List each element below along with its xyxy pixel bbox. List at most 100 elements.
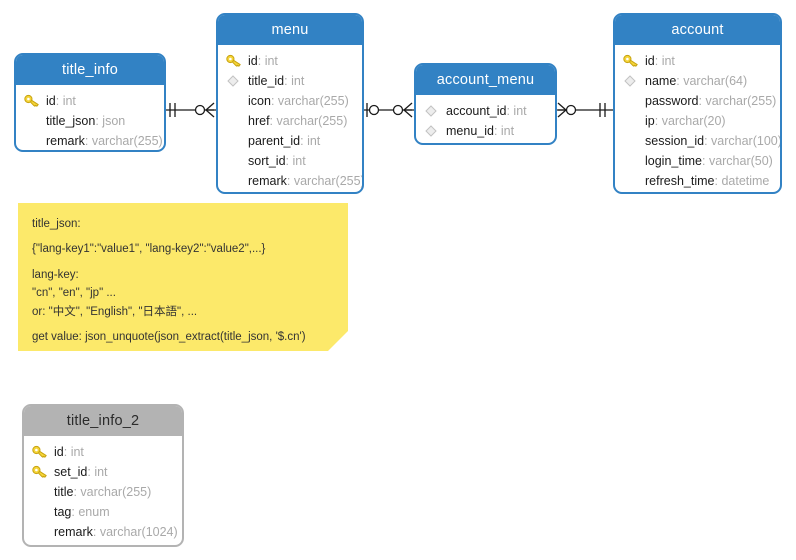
field-row[interactable]: id: int — [615, 51, 780, 71]
note-line: title_json: — [32, 218, 81, 230]
field-row[interactable]: name: varchar(64) — [615, 71, 780, 91]
relationship-account_menu-account — [556, 100, 614, 120]
sticky-note-text: title_json: {"lang-key1":"value1", "lang… — [18, 203, 348, 363]
field-name: title_json — [46, 114, 96, 128]
entity-title-account_menu: account_menu — [416, 65, 555, 95]
field-row[interactable]: password: varchar(255) — [645, 94, 777, 108]
field-row[interactable]: account_id: int — [416, 101, 555, 121]
field-type: varchar(50) — [708, 154, 773, 168]
field-type: int — [513, 104, 527, 118]
diamond-icon — [424, 121, 442, 141]
entity-title-account: account — [615, 15, 780, 45]
field-name: title_id — [248, 74, 285, 88]
field-type: int — [264, 54, 278, 68]
field-type: varchar(1024) — [99, 525, 178, 539]
field-name: tag — [54, 505, 72, 519]
field-row[interactable]: session_id: varchar(100) — [645, 134, 782, 148]
field-row[interactable]: refresh_time: datetime — [645, 174, 770, 188]
field-name: href — [248, 114, 270, 128]
key-icon — [226, 51, 244, 71]
field-row[interactable]: remark: varchar(255) — [248, 174, 364, 188]
field-row[interactable]: menu_id: int — [416, 121, 555, 141]
field-row[interactable]: id: int — [16, 91, 164, 111]
field-name: remark — [54, 525, 93, 539]
field-type: int — [661, 54, 675, 68]
relationship-menu-account_menu — [364, 100, 416, 120]
entity-fields-title_info: id: int title_json: json remark: varchar… — [16, 85, 164, 150]
field-name: session_id — [645, 134, 705, 148]
field-type: int — [500, 124, 515, 138]
entity-account[interactable]: account id: int name: varchar(64) passwo… — [613, 13, 782, 194]
field-type: json — [102, 114, 126, 128]
field-name: title — [54, 485, 74, 499]
field-type: enum — [78, 505, 110, 519]
field-type: datetime — [721, 174, 770, 188]
entity-fields-menu: id: int title_id: int icon: varchar(255)… — [218, 45, 364, 192]
field-name: sort_id — [248, 154, 286, 168]
note-fold-corner — [328, 331, 348, 351]
field-type: int — [291, 74, 305, 88]
field-name: id — [46, 94, 56, 108]
field-row[interactable]: title_json: json — [46, 114, 126, 128]
entity-title-title_info_2: title_info_2 — [24, 406, 182, 436]
field-name: parent_id — [248, 134, 301, 148]
field-row[interactable]: tag: enum — [54, 505, 110, 519]
field-row[interactable]: login_time: varchar(50) — [645, 154, 773, 168]
entity-fields-account: id: int name: varchar(64) password: varc… — [615, 45, 782, 192]
key-icon — [623, 51, 641, 71]
field-type: varchar(255) — [80, 485, 152, 499]
field-type: varchar(100) — [711, 134, 782, 148]
diamond-icon — [226, 71, 244, 91]
field-row[interactable]: href: varchar(255) — [248, 114, 348, 128]
field-name: id — [248, 54, 258, 68]
field-row[interactable]: id: int — [218, 51, 362, 71]
field-type: varchar(255) — [276, 114, 348, 128]
relationship-title_info-menu — [164, 100, 218, 120]
key-icon — [32, 442, 50, 462]
field-type: int — [292, 154, 306, 168]
diamond-icon — [424, 101, 442, 121]
field-type: int — [70, 445, 84, 459]
field-row[interactable]: title_id: int — [218, 71, 362, 91]
entity-account_menu[interactable]: account_menu account_id: int menu_id: in… — [414, 63, 557, 145]
field-name: refresh_time — [645, 174, 715, 188]
entity-fields-title_info_2: id: int set_id: int title: varchar(255) … — [24, 436, 182, 545]
field-row[interactable]: ip: varchar(20) — [645, 114, 726, 128]
field-row[interactable]: parent_id: int — [248, 134, 321, 148]
field-name: menu_id — [446, 124, 494, 138]
note-line: lang-key: — [32, 268, 79, 281]
field-row[interactable]: id: int — [24, 442, 182, 462]
field-name: remark — [248, 174, 287, 188]
field-row[interactable]: remark: varchar(1024) — [54, 525, 178, 539]
field-name: set_id — [54, 465, 88, 479]
field-type: varchar(64) — [683, 74, 748, 88]
field-type: varchar(255) — [705, 94, 777, 108]
key-icon — [32, 462, 50, 482]
entity-title_info[interactable]: title_info id: int title_json: json rema… — [14, 53, 166, 152]
entity-title-menu: menu — [218, 15, 362, 45]
field-row[interactable]: title: varchar(255) — [54, 485, 152, 499]
field-row[interactable]: sort_id: int — [248, 154, 306, 168]
entity-title-title_info: title_info — [16, 55, 164, 85]
entity-title_info_2[interactable]: title_info_2 id: int set_id: int title: … — [22, 404, 184, 547]
field-row[interactable]: remark: varchar(255) — [46, 134, 163, 148]
entity-menu[interactable]: menu id: int title_id: int icon: varchar… — [216, 13, 364, 194]
field-name: id — [54, 445, 64, 459]
field-type: int — [94, 465, 108, 479]
note-line: or: "中文", "English", "日本語", ... — [32, 305, 198, 318]
field-type: int — [62, 94, 76, 108]
field-type: varchar(255) — [277, 94, 349, 108]
field-name: login_time — [645, 154, 702, 168]
field-row[interactable]: set_id: int — [24, 462, 182, 482]
field-row[interactable]: icon: varchar(255) — [248, 94, 349, 108]
note-line: get value: json_unquote(json_extract(tit… — [32, 330, 306, 343]
field-type: varchar(255) — [293, 174, 364, 188]
field-name: id — [645, 54, 655, 68]
entity-fields-account_menu: account_id: int menu_id: int — [416, 95, 555, 143]
key-icon — [24, 91, 42, 111]
diamond-icon — [623, 71, 641, 91]
field-type: varchar(255) — [91, 134, 163, 148]
sticky-note-title_json[interactable]: title_json: {"lang-key1":"value1", "lang… — [18, 203, 348, 351]
field-name: remark — [46, 134, 85, 148]
note-line: "cn", "en", "jp" ... — [32, 287, 116, 300]
